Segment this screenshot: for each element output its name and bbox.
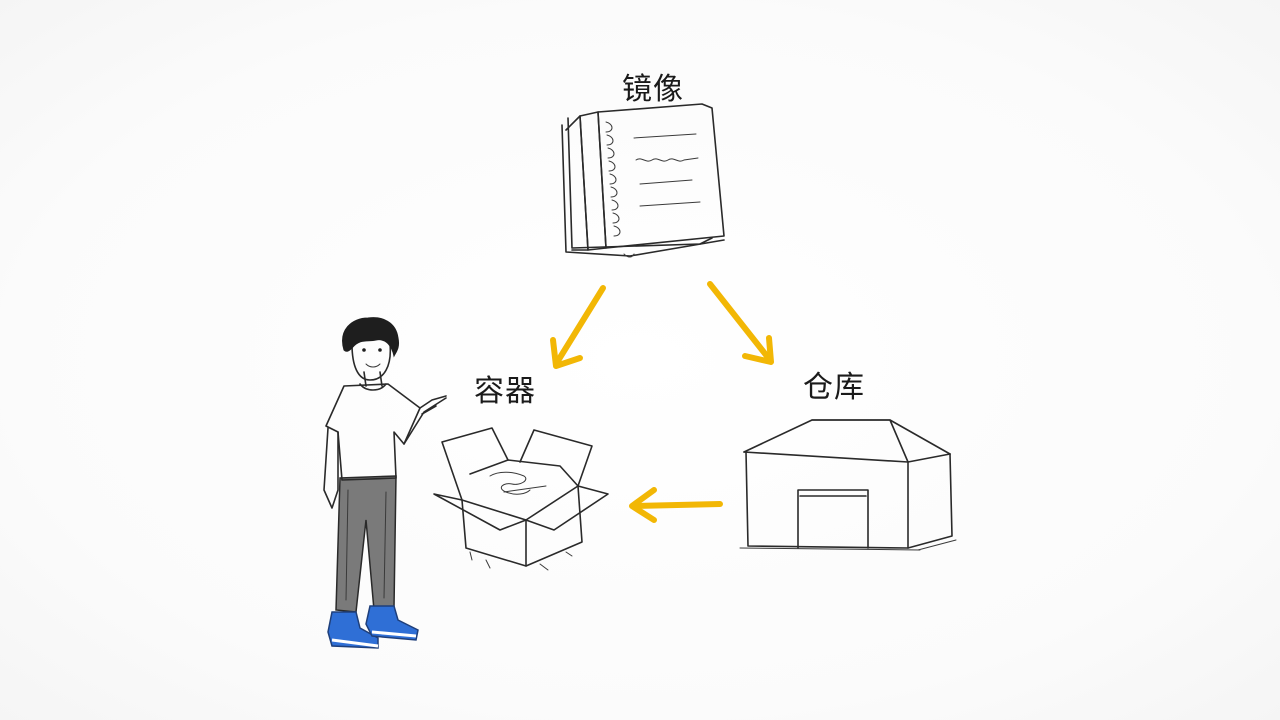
arrow-image-to-container	[550, 285, 606, 369]
person-pointing-icon	[323, 317, 447, 649]
open-box-icon	[433, 427, 609, 571]
arrow-image-to-warehouse	[707, 281, 774, 365]
node-label-warehouse: 仓库	[803, 370, 865, 405]
warehouse-icon	[739, 419, 957, 551]
node-label-image: 镜像	[622, 72, 684, 107]
arrow-warehouse-to-container	[629, 487, 723, 523]
notebook-icon	[561, 103, 725, 258]
node-label-container: 容器	[474, 374, 536, 409]
